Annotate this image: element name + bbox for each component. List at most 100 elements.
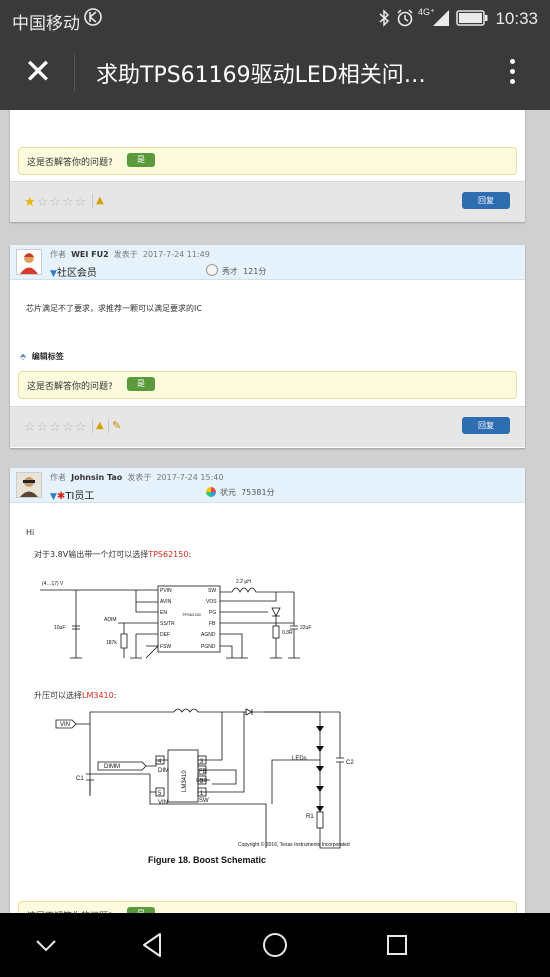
post-card: 作者 WEI FU2 发表于 2017-7-24 11:49 ▼社区会员 秀才 … [10, 245, 525, 448]
post-card-previous: 这是否解答你的问题? 是 ★☆☆☆☆ ▲ 回复 [10, 110, 525, 222]
page-title: 求助TPS61169驱动LED相关问… [96, 63, 426, 88]
answer-question-box: 这是否解答你的问题? 是 [18, 371, 517, 399]
post-footer: ★☆☆☆☆ ▲ 回复 [10, 181, 525, 222]
edit-icon[interactable]: ✎ [112, 419, 122, 432]
chip-label: LM3410 [182, 770, 188, 792]
figure-caption: Figure 18. Boost Schematic [148, 855, 267, 865]
close-icon[interactable]: ✕ [23, 52, 53, 92]
pin-fb: FB [209, 621, 216, 627]
author-prefix: 作者 [50, 473, 66, 482]
yes-button[interactable]: 是 [127, 377, 155, 391]
post-line: 对于3.8V输出带一个灯可以选择TPS62150: [34, 549, 191, 560]
report-icon[interactable]: ▲ [96, 420, 104, 431]
alarm-icon [396, 9, 414, 31]
author-name[interactable]: WEI FU2 [71, 250, 109, 259]
vin-label: (4…17) V [42, 581, 64, 587]
inductor-label: L1 [192, 708, 199, 710]
pin-sw: SW [199, 798, 209, 804]
battery-icon [456, 10, 488, 30]
bluetooth-icon [378, 9, 390, 31]
user-role: ▼社区会员 [50, 264, 97, 279]
line2-suffix: : [113, 691, 117, 700]
pin-pvin: PVIN [160, 588, 172, 594]
author-prefix: 作者 [50, 250, 66, 259]
pin-vos: VOS [206, 599, 217, 605]
reply-button[interactable]: 回复 [462, 417, 510, 434]
cin-label: 10uF [54, 625, 65, 631]
pin-sstr: SS/TR [160, 621, 175, 627]
system-nav-bar [0, 913, 550, 977]
part-link[interactable]: LM3410 [82, 691, 114, 700]
post-card: 作者 Johnsin Tao 发表于 2017-7-24 15:40 ▼✱TI员… [10, 468, 525, 913]
role-label: TI员工 [65, 491, 95, 502]
greeting-text: Hi [26, 528, 35, 537]
res1-label: 187k [106, 640, 117, 646]
more-menu-icon[interactable] [500, 54, 524, 94]
pin-def: DEF [160, 632, 170, 638]
pin-fsw: FSW [160, 644, 171, 650]
clock: 10:33 [495, 9, 538, 28]
answer-question-box: 这是否解答你的问题? 是 [18, 901, 517, 913]
post-line: 升压可以选择LM3410: [34, 690, 116, 701]
chip-label: TPS62150 [182, 612, 202, 617]
post-body: 芯片满足不了要求，求推荐一颗可以满足要求的IC [26, 304, 202, 313]
c2-label: C2 [346, 760, 354, 766]
author-name[interactable]: Johnsin Tao [71, 473, 123, 482]
post-footer: ☆☆☆☆☆ ▲ ✎ 回复 [10, 406, 525, 447]
avatar[interactable] [16, 472, 42, 498]
user-rank: 状元 75381分 [206, 487, 275, 498]
home-icon[interactable] [262, 932, 288, 958]
lm3410-boost-schematic: VIN DIMM L1 D1 LM3410 C1 C2 LEDs R1 4 DI… [55, 708, 354, 849]
dimm-label: DIMM [104, 764, 120, 770]
divider [92, 194, 93, 208]
rank-label: 秀才 [222, 267, 238, 276]
post-meta: 作者 Johnsin Tao 发表于 2017-7-24 15:40 [50, 472, 223, 483]
edit-tags[interactable]: ⬘ 编辑标签 [20, 351, 64, 362]
user-rank: 秀才 121分 [206, 264, 266, 277]
pin-pgnd: PGND [201, 644, 216, 650]
divider [108, 419, 109, 433]
tag-icon: ⬘ [20, 352, 27, 361]
pin-num-3: 3 [200, 759, 204, 765]
back-icon[interactable] [140, 932, 164, 958]
pin-num-2: 2 [200, 779, 204, 785]
leds-label: LEDs [292, 756, 307, 762]
pin-pg: PG [209, 610, 216, 616]
vin-label: VIN [60, 722, 70, 728]
pin-fb: FB [199, 769, 207, 775]
post-date: 2017-7-24 11:49 [142, 250, 210, 259]
res2-label: 0.3R [282, 630, 293, 636]
hide-keyboard-icon[interactable] [34, 935, 58, 955]
c1-label: C1 [76, 776, 84, 782]
member-badge-icon: ▼ [50, 492, 57, 502]
rating-stars[interactable]: ☆☆☆☆☆ [24, 420, 88, 435]
part-link[interactable]: TPS62150 [148, 550, 189, 559]
reply-button[interactable]: 回复 [462, 192, 510, 209]
post-date: 2017-7-24 15:40 [156, 473, 224, 482]
user-role: ▼✱TI员工 [50, 487, 94, 502]
member-badge-icon: ▼ [50, 269, 57, 279]
avatar[interactable] [16, 249, 42, 275]
answer-question-box: 这是否解答你的问题? 是 [18, 147, 517, 175]
network-type-label: 4G⁺ [418, 7, 435, 17]
status-bar: 中国移动 4G⁺ 10:33 [0, 0, 550, 38]
posted-prefix: 发表于 [113, 250, 138, 259]
pin-sw: SW [208, 588, 216, 594]
signal-icon [432, 9, 450, 31]
line2-prefix: 升压可以选择 [34, 691, 82, 700]
yes-button[interactable]: 是 [127, 907, 155, 913]
pin-agnd: AGND [201, 632, 216, 638]
pin-dim: DIM [158, 768, 169, 774]
thread-content[interactable]: 这是否解答你的问题? 是 ★☆☆☆☆ ▲ 回复 作者 WEI FU2 发表于 2… [0, 110, 550, 913]
rating-stars[interactable]: ★☆☆☆☆ [24, 195, 88, 210]
line1-suffix: : [188, 550, 192, 559]
recent-apps-icon[interactable] [386, 934, 408, 956]
report-icon[interactable]: ▲ [96, 195, 104, 206]
copyright-text: Copyright © 2016, Texas Instruments Inco… [238, 841, 350, 848]
divider [74, 54, 75, 92]
divider [92, 419, 93, 433]
yes-button[interactable]: 是 [127, 153, 155, 167]
pin-num-4: 4 [158, 759, 162, 765]
r1-label: R1 [306, 814, 314, 820]
pin-gnd: GND [196, 778, 208, 784]
